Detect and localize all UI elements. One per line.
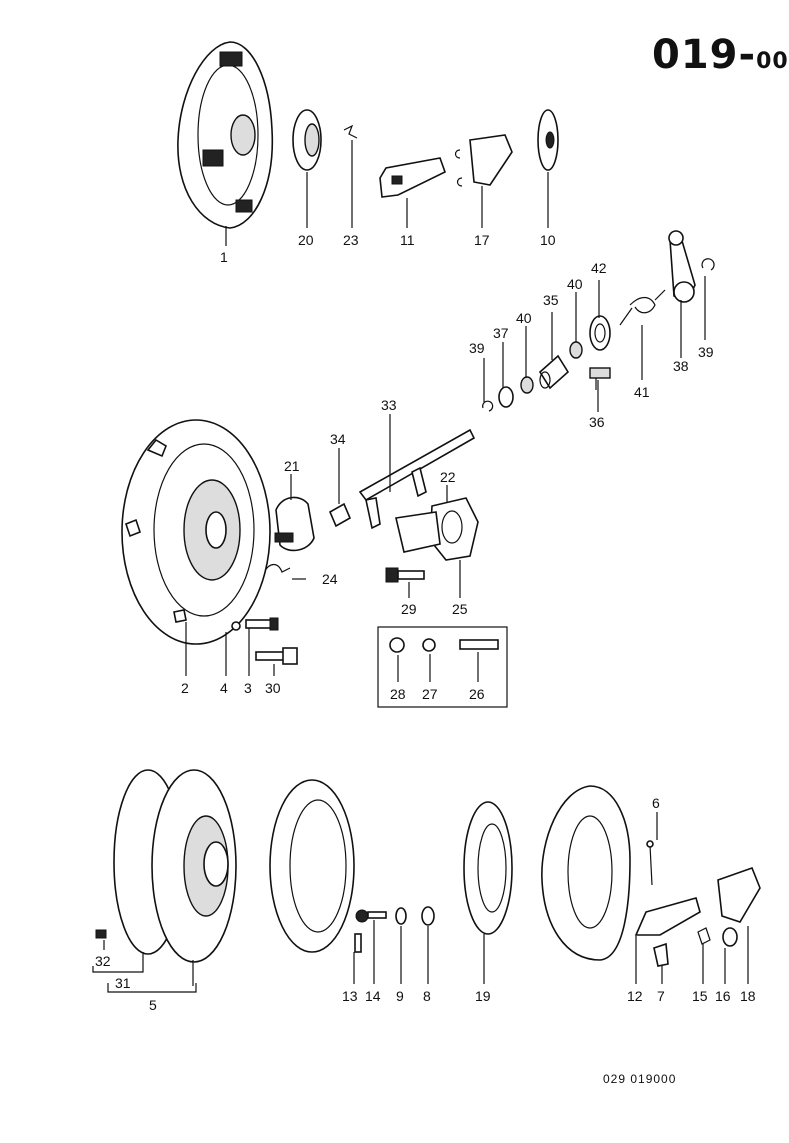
part-21-release-bearing bbox=[274, 496, 315, 552]
callout-24: 24 bbox=[322, 571, 338, 587]
part-24-spring bbox=[263, 563, 291, 573]
callout-2: 2 bbox=[181, 680, 189, 696]
callout-18: 18 bbox=[740, 988, 756, 1004]
part-38-lever bbox=[668, 230, 696, 303]
callout-26: 26 bbox=[469, 686, 485, 702]
part-16-bushing bbox=[722, 927, 738, 947]
part-39-circlip-lower bbox=[482, 400, 494, 412]
callout-5: 5 bbox=[149, 997, 157, 1013]
callout-14: 14 bbox=[365, 988, 381, 1004]
part-23-clip bbox=[343, 124, 358, 139]
part-40-bushing-right bbox=[569, 341, 583, 359]
callout-30: 30 bbox=[265, 680, 281, 696]
exploded-parts-diagram: 019-00 bbox=[92, 32, 788, 1086]
part-35-bushing bbox=[538, 354, 570, 390]
part-6-pin bbox=[646, 840, 654, 886]
diagram-number-suffix: 00 bbox=[756, 49, 789, 74]
callout-40-left: 40 bbox=[516, 310, 532, 326]
part-5-clutch-disc bbox=[151, 769, 237, 963]
part-bottom-pressure-plate bbox=[541, 785, 631, 961]
callout-19: 19 bbox=[475, 988, 491, 1004]
part-25-guide-sleeve bbox=[395, 511, 441, 553]
callout-40-right: 40 bbox=[567, 276, 583, 292]
callout-36: 36 bbox=[589, 414, 605, 430]
part-4-washer bbox=[231, 621, 241, 631]
part-36-bolt bbox=[589, 367, 611, 390]
part-42-seal bbox=[589, 315, 611, 351]
callout-3: 3 bbox=[244, 680, 252, 696]
callout-21: 21 bbox=[284, 458, 300, 474]
callout-34: 34 bbox=[330, 431, 346, 447]
callout-31: 31 bbox=[115, 975, 131, 991]
callout-29: 29 bbox=[401, 601, 417, 617]
parts-box-26-27-28 bbox=[377, 626, 508, 708]
callout-25: 25 bbox=[452, 601, 468, 617]
callout-23: 23 bbox=[343, 232, 359, 248]
part-clutch-housing bbox=[269, 779, 355, 953]
callout-39-top: 39 bbox=[698, 344, 714, 360]
callout-8: 8 bbox=[423, 988, 431, 1004]
callout-10: 10 bbox=[540, 232, 556, 248]
part-41-return-spring bbox=[619, 289, 666, 326]
part-40-bushing-left bbox=[520, 376, 534, 394]
diagram-number: 019-00 bbox=[652, 32, 789, 78]
callout-32: 32 bbox=[95, 953, 111, 969]
part-14-bolt bbox=[355, 909, 387, 923]
part-34-bush bbox=[328, 502, 352, 528]
callout-37: 37 bbox=[493, 325, 509, 341]
part-39-circlip-top bbox=[701, 258, 715, 271]
part-10-guide bbox=[537, 109, 559, 171]
part-17-spring-clip bbox=[454, 134, 513, 187]
parts-illustration: 1 20 23 11 17 10 42 40 35 40 37 39 41 38… bbox=[92, 41, 761, 1013]
part-37-washer bbox=[498, 386, 514, 408]
callout-38: 38 bbox=[673, 358, 689, 374]
callout-16: 16 bbox=[715, 988, 731, 1004]
part-30-bolt bbox=[255, 647, 298, 665]
callout-4: 4 bbox=[220, 680, 228, 696]
callout-15: 15 bbox=[692, 988, 708, 1004]
part-18-dust-boot bbox=[717, 866, 761, 923]
callout-22: 22 bbox=[440, 469, 456, 485]
part-8-washer bbox=[421, 906, 435, 926]
callout-28: 28 bbox=[390, 686, 406, 702]
callout-39-lower: 39 bbox=[469, 340, 485, 356]
callout-numbers: 1 20 23 11 17 10 42 40 35 40 37 39 41 38… bbox=[95, 232, 756, 1013]
part-2-clutch-cover bbox=[121, 419, 271, 645]
callout-35: 35 bbox=[543, 292, 559, 308]
part-3-bolt bbox=[245, 617, 279, 631]
callout-20: 20 bbox=[298, 232, 314, 248]
callout-12: 12 bbox=[627, 988, 643, 1004]
callout-9: 9 bbox=[396, 988, 404, 1004]
part-11-release-fork bbox=[379, 157, 446, 198]
part-1-pressure-plate bbox=[177, 41, 274, 229]
diagram-number-main: 019- bbox=[652, 32, 757, 78]
part-12-fork bbox=[634, 897, 701, 936]
figure-reference: 029 019000 bbox=[603, 1072, 677, 1086]
leader-lines bbox=[92, 140, 749, 993]
part-29-bolt bbox=[385, 567, 425, 583]
part-9-washer bbox=[395, 907, 407, 925]
part-33-release-shaft bbox=[358, 428, 476, 530]
callout-11: 11 bbox=[400, 232, 415, 248]
callout-1: 1 bbox=[220, 249, 228, 265]
callout-7: 7 bbox=[657, 988, 665, 1004]
callout-33: 33 bbox=[381, 397, 397, 413]
part-20-release-bearing bbox=[292, 109, 322, 171]
part-32-rivet bbox=[95, 929, 107, 939]
callout-17: 17 bbox=[474, 232, 490, 248]
callout-42: 42 bbox=[591, 260, 607, 276]
part-19-friction-plate bbox=[463, 801, 513, 935]
part-13-pin bbox=[354, 933, 362, 953]
part-7-cap bbox=[653, 942, 669, 967]
callout-13: 13 bbox=[342, 988, 358, 1004]
callout-27: 27 bbox=[422, 686, 438, 702]
callout-41: 41 bbox=[634, 384, 650, 400]
part-15-clip bbox=[697, 927, 711, 945]
callout-6: 6 bbox=[652, 795, 660, 811]
